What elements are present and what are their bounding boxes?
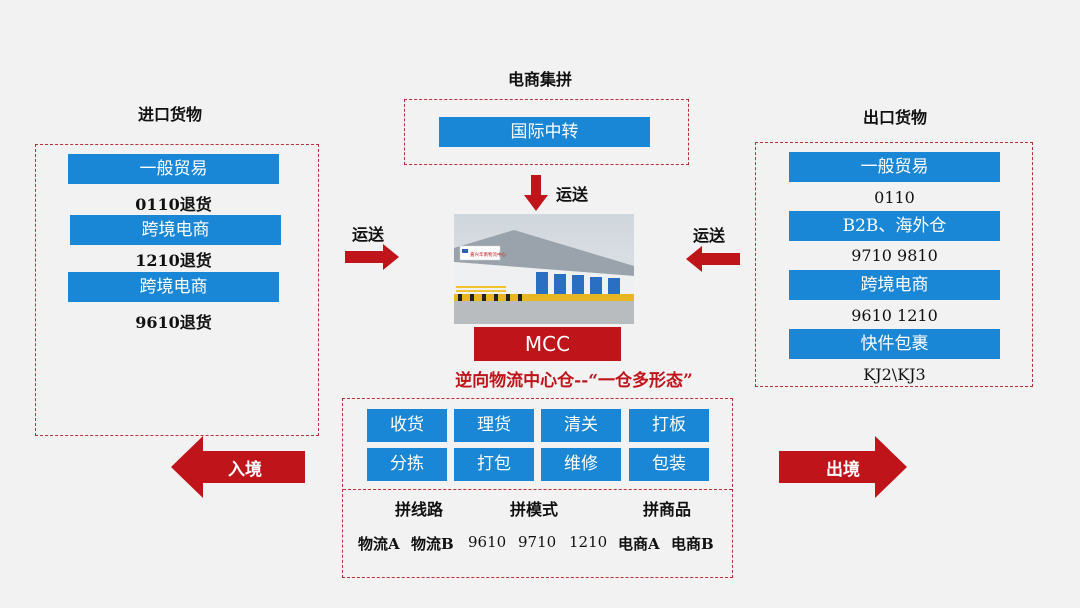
op-repair: 维修 [541,448,621,481]
export-code-0110: 0110 [874,188,915,207]
operations-divider [343,489,732,490]
transport-down-arrow [524,175,548,211]
import-label-general-trade: 一般贸易 [68,154,279,184]
mcc-label: MCC [474,327,621,361]
value-9710: 9710 [518,533,557,551]
header-route: 拼线路 [395,500,444,519]
header-goods: 拼商品 [643,500,692,519]
op-receive: 收货 [367,409,447,442]
import-code-1210: 1210退货 [135,251,212,270]
value-logistics-a: 物流A [358,535,400,553]
warehouse-sign-text: 嘉兴华南物流中心 [470,251,506,258]
op-tally: 理货 [454,409,534,442]
transport-right-label: 运送 [693,226,726,245]
transport-right-arrow [345,244,399,270]
transport-left-label: 运送 [352,225,385,244]
ecommerce-transit-label: 国际中转 [439,117,650,147]
operations-box [342,398,733,578]
warehouse-photo: 嘉兴华南物流中心 [454,214,634,324]
op-palletize: 打板 [629,409,709,442]
export-code-9710-9810: 9710 9810 [851,246,938,265]
import-code-0110: 0110退货 [135,195,212,214]
value-ecommerce-b: 电商B [671,535,714,553]
export-code-9610-1210: 9610 1210 [851,306,938,325]
ecommerce-title: 电商集拼 [507,70,572,89]
export-title: 出口货物 [862,108,927,127]
export-label-express: 快件包裹 [789,329,1000,359]
export-label-b2b: B2B、海外仓 [789,211,1000,241]
value-ecommerce-a: 电商A [618,535,660,553]
reverse-logistics-subtitle: 逆向物流中心仓--“一仓多形态” [455,371,693,391]
export-label-crossborder: 跨境电商 [789,270,1000,300]
op-pack: 打包 [454,448,534,481]
import-title: 进口货物 [137,105,202,124]
export-code-kj: KJ2\KJ3 [863,365,926,384]
transport-left-arrow [686,246,740,272]
header-mode: 拼模式 [510,500,559,519]
exit-arrow [779,436,907,498]
op-customs: 清关 [541,409,621,442]
value-9610: 9610 [468,533,507,551]
value-1210: 1210 [569,533,608,551]
import-box [35,144,319,436]
op-package: 包装 [629,448,709,481]
ecommerce-box [404,99,689,165]
export-box [755,142,1033,387]
entry-label: 入境 [228,460,262,480]
exit-label: 出境 [826,460,860,480]
entry-arrow [171,436,305,498]
op-sort: 分拣 [367,448,447,481]
value-logistics-b: 物流B [411,535,454,553]
export-label-general-trade: 一般贸易 [789,152,1000,182]
import-label-crossborder-1: 跨境电商 [70,215,281,245]
transport-top-label: 运送 [556,185,589,204]
import-label-crossborder-2: 跨境电商 [68,272,279,302]
import-code-9610: 9610退货 [135,313,212,332]
